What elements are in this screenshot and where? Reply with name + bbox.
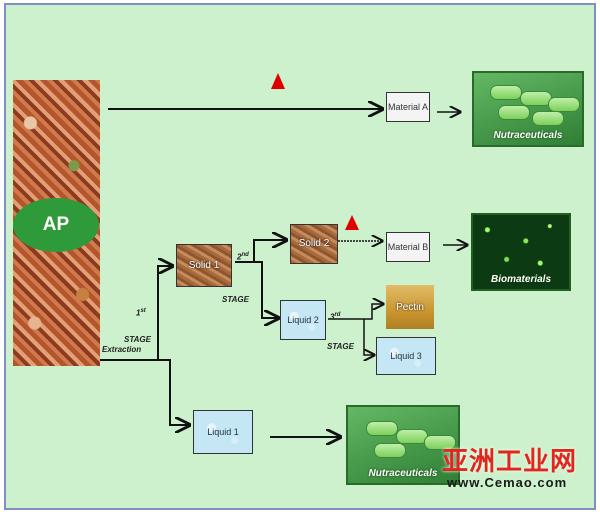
arrow-solid1-to-liquid2: [254, 261, 278, 318]
arrow-ap-to-solid1: [100, 266, 172, 361]
ap-label: AP: [13, 198, 99, 252]
stage1-extraction: Extraction: [102, 345, 142, 354]
marker-triangle-mid: [345, 215, 359, 230]
material-b-box: Material B: [386, 232, 430, 262]
liquid3-box: Liquid 3: [376, 337, 436, 375]
watermark-url: www.Cemao.com: [447, 475, 568, 490]
stage1-word: STAGE: [124, 335, 151, 344]
solid1-box: Solid 1: [176, 244, 232, 287]
capsule-icon: [374, 443, 406, 458]
stage2-word: STAGE: [222, 295, 249, 304]
stage1-number: 1st: [136, 308, 146, 318]
capsule-icon: [366, 421, 398, 436]
watermark-chinese: 亚洲工业网: [442, 446, 578, 476]
capsule-icon: [490, 85, 522, 100]
capsule-icon: [532, 111, 564, 126]
material-a-box: Material A: [386, 92, 430, 122]
product-label: Nutraceuticals: [493, 130, 563, 141]
marker-triangle-top: [271, 73, 285, 89]
nutraceuticals-image-top: Nutraceuticals: [472, 71, 584, 147]
liquid1-box: Liquid 1: [193, 410, 253, 454]
arrow-ap-to-liquid1: [150, 359, 189, 425]
stage3-word: STAGE: [327, 342, 354, 351]
stage2-number: 2nd: [237, 252, 249, 262]
arrow-solid1-to-solid2: [235, 240, 286, 263]
arrow-liquid2-to-liquid3: [363, 319, 374, 355]
capsule-icon: [548, 97, 580, 112]
pectin-image: Pectin: [386, 285, 434, 329]
arrow-liquid2-to-pectin: [328, 304, 383, 320]
biomaterials-image: Biomaterials: [471, 213, 571, 291]
stage3-number: 3rd: [330, 312, 341, 322]
product-label: Nutraceuticals: [368, 468, 438, 479]
capsule-icon: [424, 435, 456, 450]
capsule-icon: [498, 105, 530, 120]
nutraceuticals-image-bottom: Nutraceuticals: [346, 405, 460, 485]
product-label: Biomaterials: [490, 274, 552, 285]
solid2-box: Solid 2: [290, 224, 338, 264]
liquid2-box: Liquid 2: [280, 300, 326, 340]
